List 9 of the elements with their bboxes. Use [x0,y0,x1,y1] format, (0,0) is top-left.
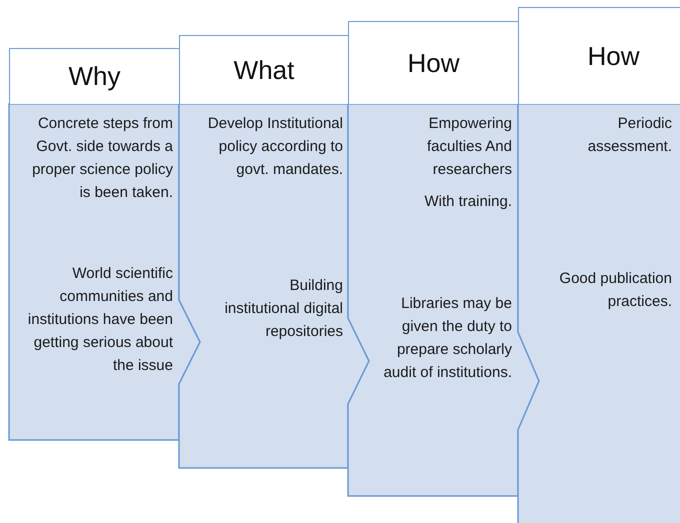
panel-text: Periodic assessment. [586,114,672,157]
panel-text: World scientific communities and institutions have been getting serious about the issue [26,264,173,376]
panel-text: Concrete steps from Govt. side towards a proper science policy is been taken. [31,114,173,203]
column-header: Why [9,48,180,104]
panel-text: Good publication practices. [558,269,672,312]
chevron-panel [518,104,680,523]
column-header: How [518,7,680,104]
column-header: How [348,21,519,104]
column-header: What [179,35,349,104]
